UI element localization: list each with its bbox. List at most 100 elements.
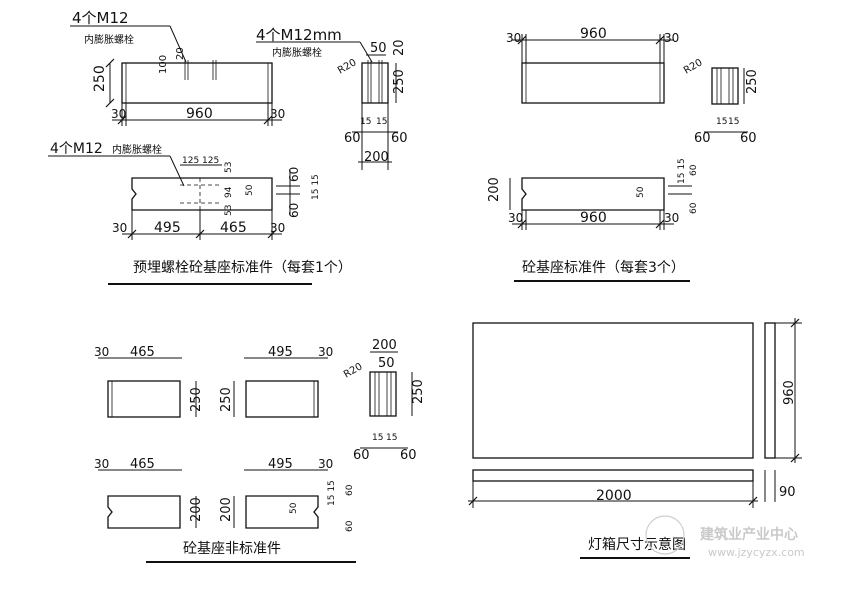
dim-30-c2: 30 bbox=[270, 221, 285, 235]
dim-60-s3: 60 bbox=[689, 164, 699, 176]
dim-200-s: 200 bbox=[487, 177, 502, 202]
dim-250-s: 250 bbox=[745, 69, 760, 94]
dim-960-s1: 960 bbox=[580, 26, 607, 42]
dim-15-s2: 15 bbox=[728, 117, 739, 127]
dim-250-b: 250 bbox=[392, 69, 407, 94]
dim-50-s: 50 bbox=[636, 186, 646, 198]
dim-20-a: 20 bbox=[175, 47, 186, 60]
bolt-a-sublabel: 内膨胀螺栓 bbox=[84, 33, 134, 46]
embedded-base-plan bbox=[131, 177, 273, 211]
title-nonstandard-base: 砼基座非标准件 bbox=[183, 540, 281, 557]
dim-60-b2: 60 bbox=[391, 131, 408, 146]
dim-960-l: 960 bbox=[782, 380, 797, 405]
dim-30-s4: 30 bbox=[664, 211, 679, 225]
dim-30-n4: 30 bbox=[318, 457, 333, 471]
dim-495-n1: 495 bbox=[268, 345, 293, 360]
title-embedded-base: 预埋螺栓砼基座标准件（每套1个） bbox=[133, 259, 352, 276]
standard-base-plan bbox=[521, 177, 665, 211]
bolt-b-label: 4个M12mm bbox=[256, 26, 342, 44]
lightbox-side bbox=[764, 322, 776, 459]
dim-50-n2: 50 bbox=[289, 502, 299, 514]
dim-495-c: 495 bbox=[154, 220, 181, 236]
ns-side-view bbox=[369, 371, 397, 417]
dim-2000-l: 2000 bbox=[596, 488, 632, 504]
dim-30-c1: 30 bbox=[112, 221, 127, 235]
watermark-logo-icon bbox=[645, 515, 685, 555]
dim-60-s2: 60 bbox=[740, 131, 757, 146]
dim-100: 100 bbox=[158, 55, 169, 74]
dim-15-b2: 15 bbox=[376, 117, 387, 127]
dim-200-n3: 200 bbox=[219, 497, 234, 522]
title-standard-base: 砼基座标准件（每套3个） bbox=[522, 259, 685, 276]
watermark-name: 建筑业产业中心 bbox=[700, 526, 798, 543]
dim-94-c: 94 bbox=[224, 186, 234, 198]
dim-30-n1: 30 bbox=[94, 345, 109, 359]
dim-60-b1: 60 bbox=[344, 131, 361, 146]
r20-b: R20 bbox=[336, 57, 359, 76]
dim-15-n2: 15 bbox=[386, 433, 397, 443]
dim-60-c1: 60 bbox=[287, 167, 301, 182]
dim-60-s4: 60 bbox=[689, 202, 699, 214]
dim-200-n2: 200 bbox=[189, 497, 204, 522]
lightbox-front bbox=[472, 322, 754, 459]
r20-n: R20 bbox=[342, 361, 365, 380]
dim-125-c1: 125 bbox=[182, 156, 199, 166]
dim-53-c2: 53 bbox=[224, 205, 234, 216]
watermark-url: www.jzycyzx.com bbox=[708, 546, 805, 559]
dim-60-n1: 60 bbox=[353, 448, 370, 463]
title-lightbox: 灯箱尺寸示意图 bbox=[588, 536, 686, 553]
panel-nonstandard-base: 30 465 495 30 250 250 200 50 R20 250 60 … bbox=[94, 338, 426, 563]
dim-495-n2: 495 bbox=[268, 457, 293, 472]
panel-lightbox: 960 2000 90 灯箱尺寸示意图 bbox=[468, 318, 802, 559]
embedded-base-elevation bbox=[121, 62, 273, 104]
dim-250-n1: 250 bbox=[189, 387, 204, 412]
dim-30-a1: 30 bbox=[111, 107, 126, 121]
dim-15-n1: 15 bbox=[372, 433, 383, 443]
dim-60-n2: 60 bbox=[400, 448, 417, 463]
dim-30-a2: 30 bbox=[270, 107, 285, 121]
ns-elevation-right bbox=[245, 380, 319, 418]
dim-125-c2: 125 bbox=[202, 156, 219, 166]
dim-60-s1: 60 bbox=[694, 131, 711, 146]
dim-20-b: 20 bbox=[392, 39, 407, 56]
dim-60-n3: 60 bbox=[345, 484, 355, 496]
dim-15-s1: 15 bbox=[716, 117, 727, 127]
ns-plan-left bbox=[107, 495, 181, 529]
standard-base-side bbox=[711, 67, 739, 105]
watermark: 建筑业产业中心 www.jzycyzx.com bbox=[645, 515, 805, 559]
standard-base-elevation bbox=[521, 62, 665, 104]
r20-s: R20 bbox=[682, 57, 705, 76]
dim-960-a: 960 bbox=[186, 106, 213, 122]
bolt-a-label: 4个M12 bbox=[72, 9, 129, 27]
ns-plan-right bbox=[245, 495, 319, 529]
dim-15-b1: 15 bbox=[360, 117, 371, 127]
dim-30-s3: 30 bbox=[508, 211, 523, 225]
dim-1515-n: 15 15 bbox=[327, 480, 337, 506]
dim-465-n1: 465 bbox=[130, 345, 155, 360]
dim-30-s2: 30 bbox=[664, 31, 679, 45]
dim-200-n1: 200 bbox=[372, 338, 397, 353]
dim-465-n2: 465 bbox=[130, 457, 155, 472]
dim-465-c: 465 bbox=[220, 220, 247, 236]
embedded-base-side bbox=[361, 62, 389, 104]
dim-60-n4: 60 bbox=[345, 520, 355, 532]
dim-1515-c: 15 15 bbox=[311, 174, 321, 200]
bolt-b-sublabel: 内膨胀螺栓 bbox=[272, 46, 322, 59]
dim-30-s1: 30 bbox=[506, 31, 521, 45]
dim-30-n2: 30 bbox=[318, 345, 333, 359]
lightbox-bottom bbox=[472, 469, 754, 482]
panel-embedded-bolt-base: 4个M12 内膨胀螺栓 100 20 250 960 30 30 4个M12mm… bbox=[48, 9, 408, 285]
bolt-c-label: 4个M12 bbox=[50, 141, 103, 157]
dim-1515-s: 15 15 bbox=[677, 158, 687, 184]
dim-200-b: 200 bbox=[364, 150, 389, 165]
bolt-c-sublabel: 内膨胀螺栓 bbox=[112, 143, 162, 156]
dim-50-c: 50 bbox=[245, 184, 255, 196]
dim-250-n3: 250 bbox=[411, 379, 426, 404]
dim-250-a: 250 bbox=[92, 65, 108, 92]
dim-30-n3: 30 bbox=[94, 457, 109, 471]
dim-960-s2: 960 bbox=[580, 210, 607, 226]
dim-53-c1: 53 bbox=[224, 162, 234, 173]
dim-90-l: 90 bbox=[779, 485, 796, 500]
